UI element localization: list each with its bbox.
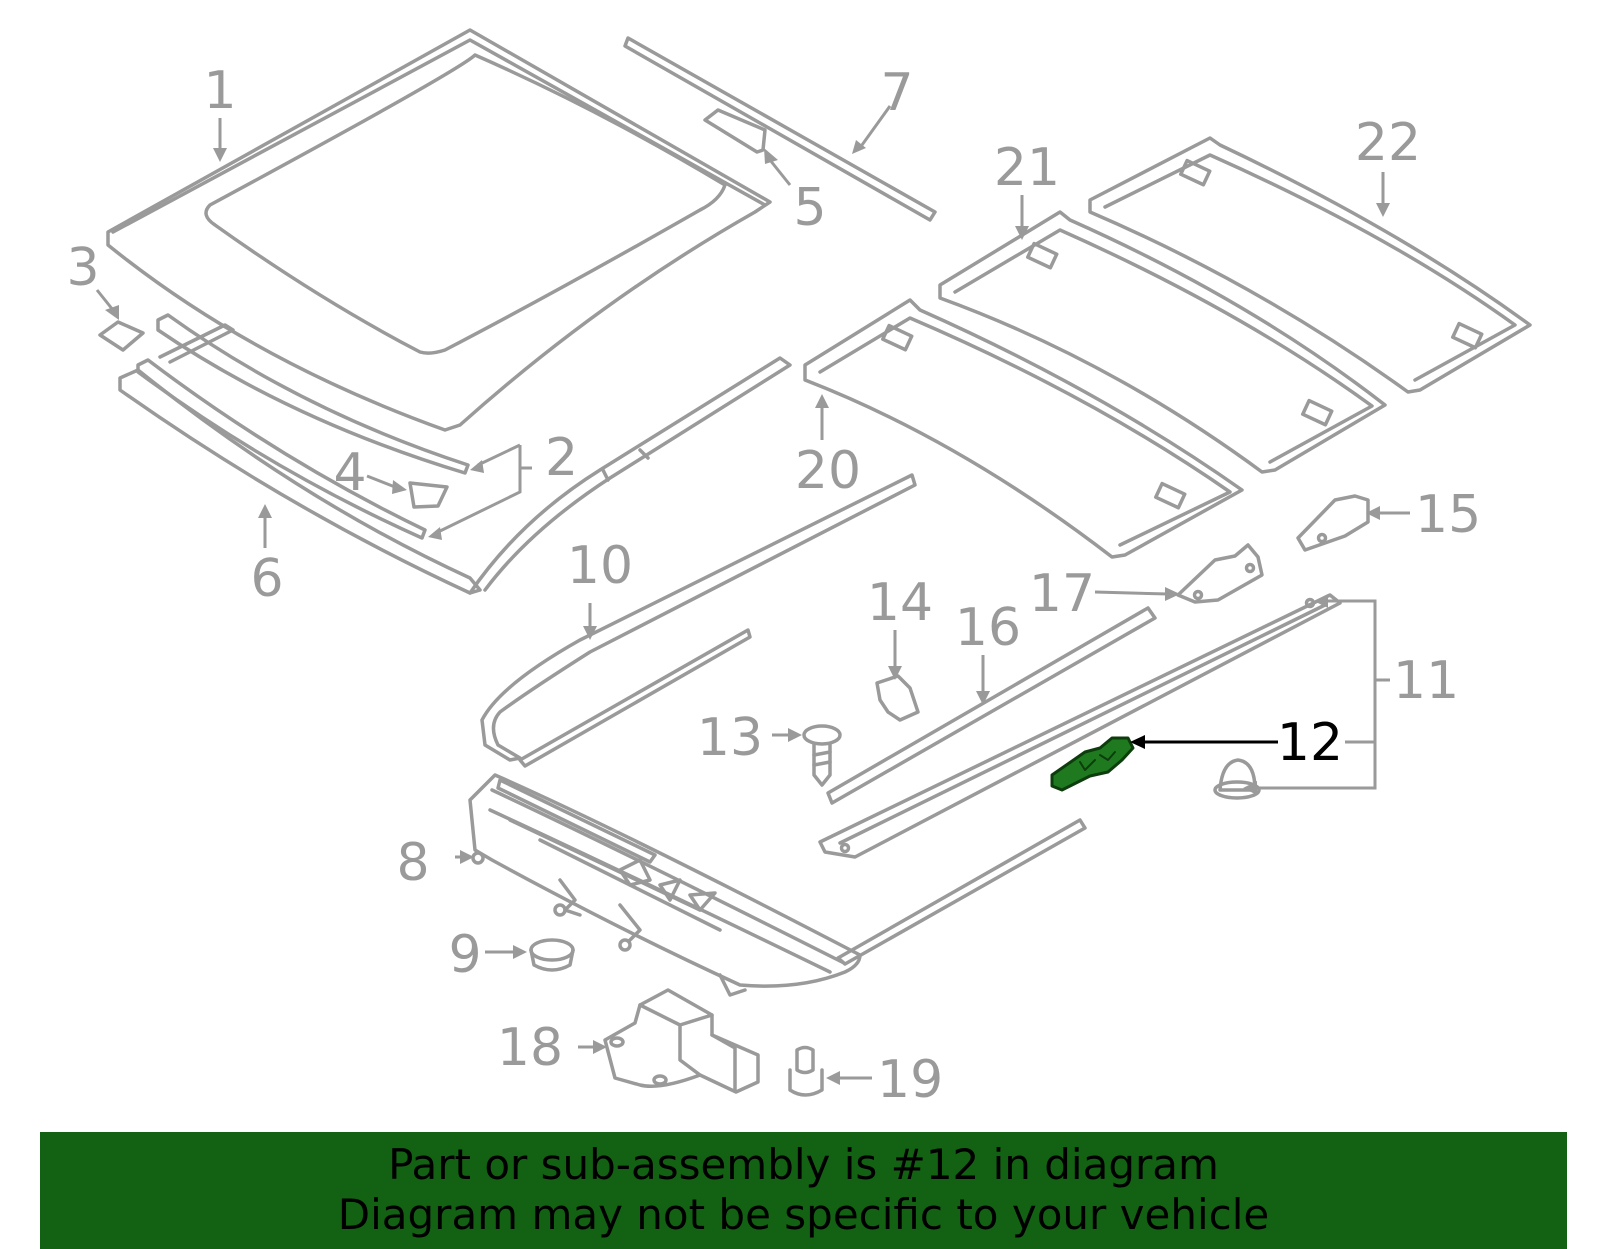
part-18-motor <box>603 988 760 1094</box>
callout-17: 17 <box>1029 564 1095 624</box>
part-14-bracket <box>875 674 920 722</box>
part-3-pad <box>98 320 145 352</box>
part-8-frame <box>468 773 862 997</box>
banner-line-disclaimer: Diagram may not be specific to your vehi… <box>337 1190 1270 1239</box>
callout-19: 19 <box>877 1050 943 1110</box>
part-9-nut <box>529 938 575 972</box>
callout-3: 3 <box>66 238 99 298</box>
callout-labels: 1 2 3 4 5 6 7 8 9 10 11 12 13 14 15 16 1… <box>66 61 1481 1110</box>
part-20-sunshade <box>803 298 1244 559</box>
part-11-push-clip <box>1213 758 1261 800</box>
part-7-strip <box>623 36 937 222</box>
part-2-weatherstrip <box>136 313 470 540</box>
part-11-rail <box>818 593 1342 859</box>
part-17-bracket <box>1176 543 1264 604</box>
part-6-seal <box>118 356 792 595</box>
callout-22: 22 <box>1355 113 1421 173</box>
part-19-bolt <box>788 1045 824 1097</box>
info-banner: Part or sub-assembly is #12 in diagram D… <box>40 1132 1567 1249</box>
part-21-sunshade <box>938 210 1387 474</box>
part-15-bracket <box>1296 494 1370 552</box>
part-12-highlighted-clip <box>1050 736 1135 792</box>
callout-14: 14 <box>867 573 933 633</box>
leader-lines <box>95 105 1410 1085</box>
callout-5: 5 <box>793 178 826 238</box>
callout-7: 7 <box>880 63 913 123</box>
callout-8: 8 <box>396 833 429 893</box>
part-4-clip <box>408 481 449 509</box>
callout-4: 4 <box>333 443 366 503</box>
callout-20: 20 <box>795 441 861 501</box>
part-10-rail <box>480 473 1087 966</box>
part-22-sunshade <box>1088 136 1532 394</box>
callout-9: 9 <box>448 925 481 985</box>
callout-2: 2 <box>545 428 578 488</box>
callout-6: 6 <box>250 549 283 609</box>
part-1-glass-panel <box>106 28 772 432</box>
part-13-screw <box>802 724 842 787</box>
callout-11: 11 <box>1393 651 1459 711</box>
callout-1: 1 <box>203 61 236 121</box>
callout-13: 13 <box>697 708 763 768</box>
banner-line-part: Part or sub-assembly is #12 in diagram <box>388 1140 1219 1189</box>
callout-10: 10 <box>567 536 633 596</box>
callout-12: 12 <box>1277 713 1343 773</box>
part-5-pad <box>703 108 767 154</box>
callout-15: 15 <box>1415 485 1481 545</box>
part-16-bar <box>826 606 1157 805</box>
callout-21: 21 <box>994 138 1060 198</box>
callout-16: 16 <box>955 598 1021 658</box>
callout-18: 18 <box>497 1018 563 1078</box>
